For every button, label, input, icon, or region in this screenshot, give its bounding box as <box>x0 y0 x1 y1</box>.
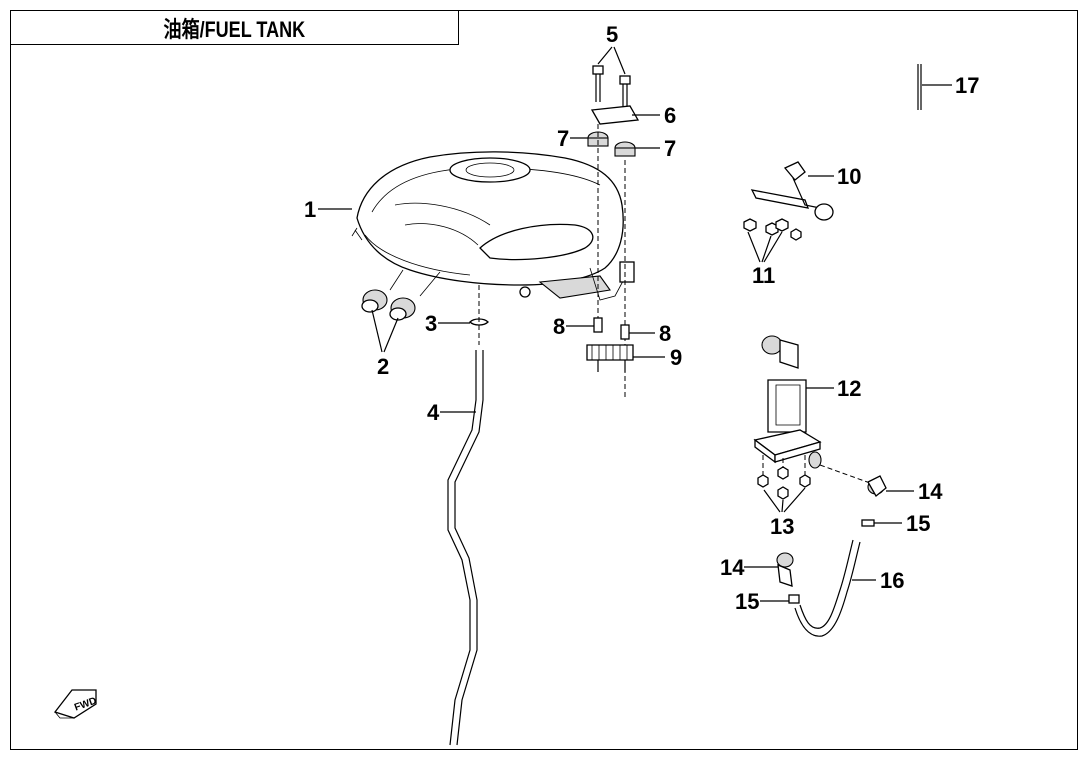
mounting-bracket <box>590 105 640 125</box>
rubber-cushion-right <box>389 297 416 321</box>
rubber-plate <box>586 344 634 372</box>
callout-15a: 15 <box>906 511 930 536</box>
callout-17: 17 <box>955 73 979 98</box>
rubber-damper-right <box>614 141 636 157</box>
leader-lines <box>318 84 952 602</box>
callout-11: 11 <box>752 263 775 288</box>
spacer-right <box>620 324 630 340</box>
callout-16: 16 <box>880 568 904 593</box>
fuel-hose <box>794 539 861 637</box>
diagram-frame <box>10 10 1078 750</box>
callout-7a: 7 <box>557 126 569 151</box>
callout-8a: 8 <box>553 314 565 339</box>
callout-7b: 7 <box>664 136 676 161</box>
callout-8b: 8 <box>659 321 671 346</box>
pin <box>917 64 922 110</box>
rubber-cushion-left <box>361 289 388 313</box>
callout-15b: 15 <box>735 589 759 614</box>
callout-labels: 1 2 3 4 5 6 7 7 8 8 9 10 11 12 13 14 14 … <box>304 22 979 614</box>
callout-14b: 14 <box>720 555 745 580</box>
callout-4: 4 <box>427 400 440 425</box>
quick-connector-upper <box>867 475 887 497</box>
fuel-pump <box>753 335 822 469</box>
bolt-left <box>592 65 604 102</box>
spacer-left <box>593 317 603 333</box>
page-title: 油箱/FUEL TANK <box>10 10 459 45</box>
sensor-nuts <box>743 218 802 241</box>
callout-9: 9 <box>670 345 682 370</box>
callout-3: 3 <box>425 311 437 336</box>
title-text: 油箱/FUEL TANK <box>163 16 306 42</box>
forward-arrow-icon: FWD <box>53 689 98 719</box>
hose-clip-lower <box>788 594 800 604</box>
fuel-level-sensor <box>750 161 834 221</box>
callout-1: 1 <box>304 197 316 222</box>
callout-5: 5 <box>606 22 618 47</box>
callout-13: 13 <box>770 514 794 539</box>
callout-2: 2 <box>377 354 389 379</box>
pump-bolts <box>757 455 811 500</box>
callout-12: 12 <box>837 376 861 401</box>
drain-hose <box>447 350 484 746</box>
callout-14a: 14 <box>918 479 943 504</box>
hose-clip-upper <box>861 519 875 527</box>
callout-10: 10 <box>837 164 861 189</box>
callout-6: 6 <box>664 103 676 128</box>
fuel-tank <box>351 151 635 301</box>
quick-connector-lower <box>776 552 794 587</box>
